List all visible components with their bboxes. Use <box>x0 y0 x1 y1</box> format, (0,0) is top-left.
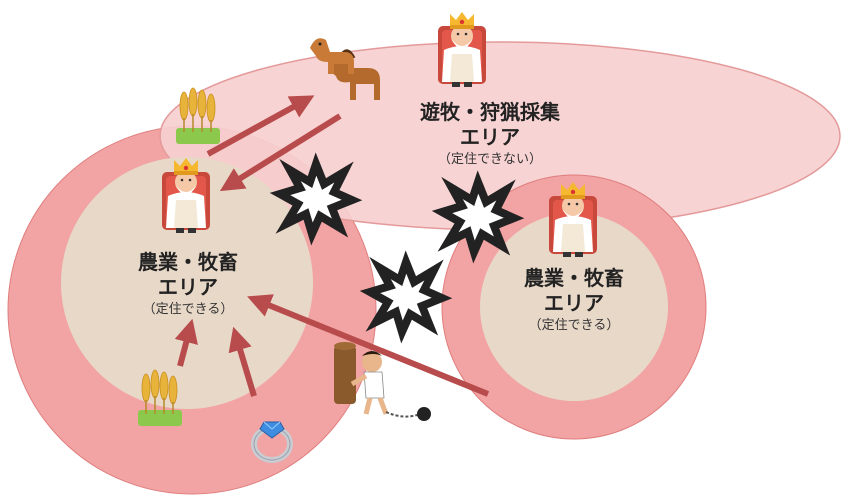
pastoral-area-subtitle: （定住できない） <box>437 152 542 167</box>
pastoral-area-title-2: エリア <box>460 125 520 149</box>
conflict-burst-icon <box>370 262 442 332</box>
arrow-ring-to-farm <box>228 326 257 397</box>
arrow-wheat-to-farm <box>174 318 198 367</box>
farm-area-left-subtitle: （定住できる） <box>142 302 234 317</box>
arrow-slave-to-farm <box>247 294 490 397</box>
arrows <box>174 95 490 397</box>
farm-area-left-title-2: エリア <box>158 275 218 299</box>
slave-icon <box>334 342 431 421</box>
pastoral-area-title: 遊牧・狩猟採集 <box>420 100 560 124</box>
farm-area-left-title: 農業・牧畜 <box>138 250 238 274</box>
farm-area-right-label: 農業・牧畜 エリア （定住できる） <box>494 266 654 336</box>
pastoral-area-label: 遊牧・狩猟採集 エリア （定住できない） <box>390 100 590 170</box>
farm-area-right-title-2: エリア <box>544 291 604 315</box>
ring-icon <box>251 421 293 463</box>
conflict-burst-icon <box>442 182 514 252</box>
horse-icon <box>310 38 380 100</box>
arrow-farm-to-pastoral <box>206 95 315 157</box>
farm-area-left-label: 農業・牧畜 エリア （定住できる） <box>108 250 268 320</box>
farm-area-right-subtitle: （定住できる） <box>528 318 620 333</box>
conflict-burst-icon <box>280 164 352 234</box>
farm-area-right-inner <box>480 213 668 401</box>
king-icon <box>438 12 486 87</box>
arrow-pastoral-to-farm <box>219 113 342 192</box>
farm-area-right-title: 農業・牧畜 <box>524 266 624 290</box>
